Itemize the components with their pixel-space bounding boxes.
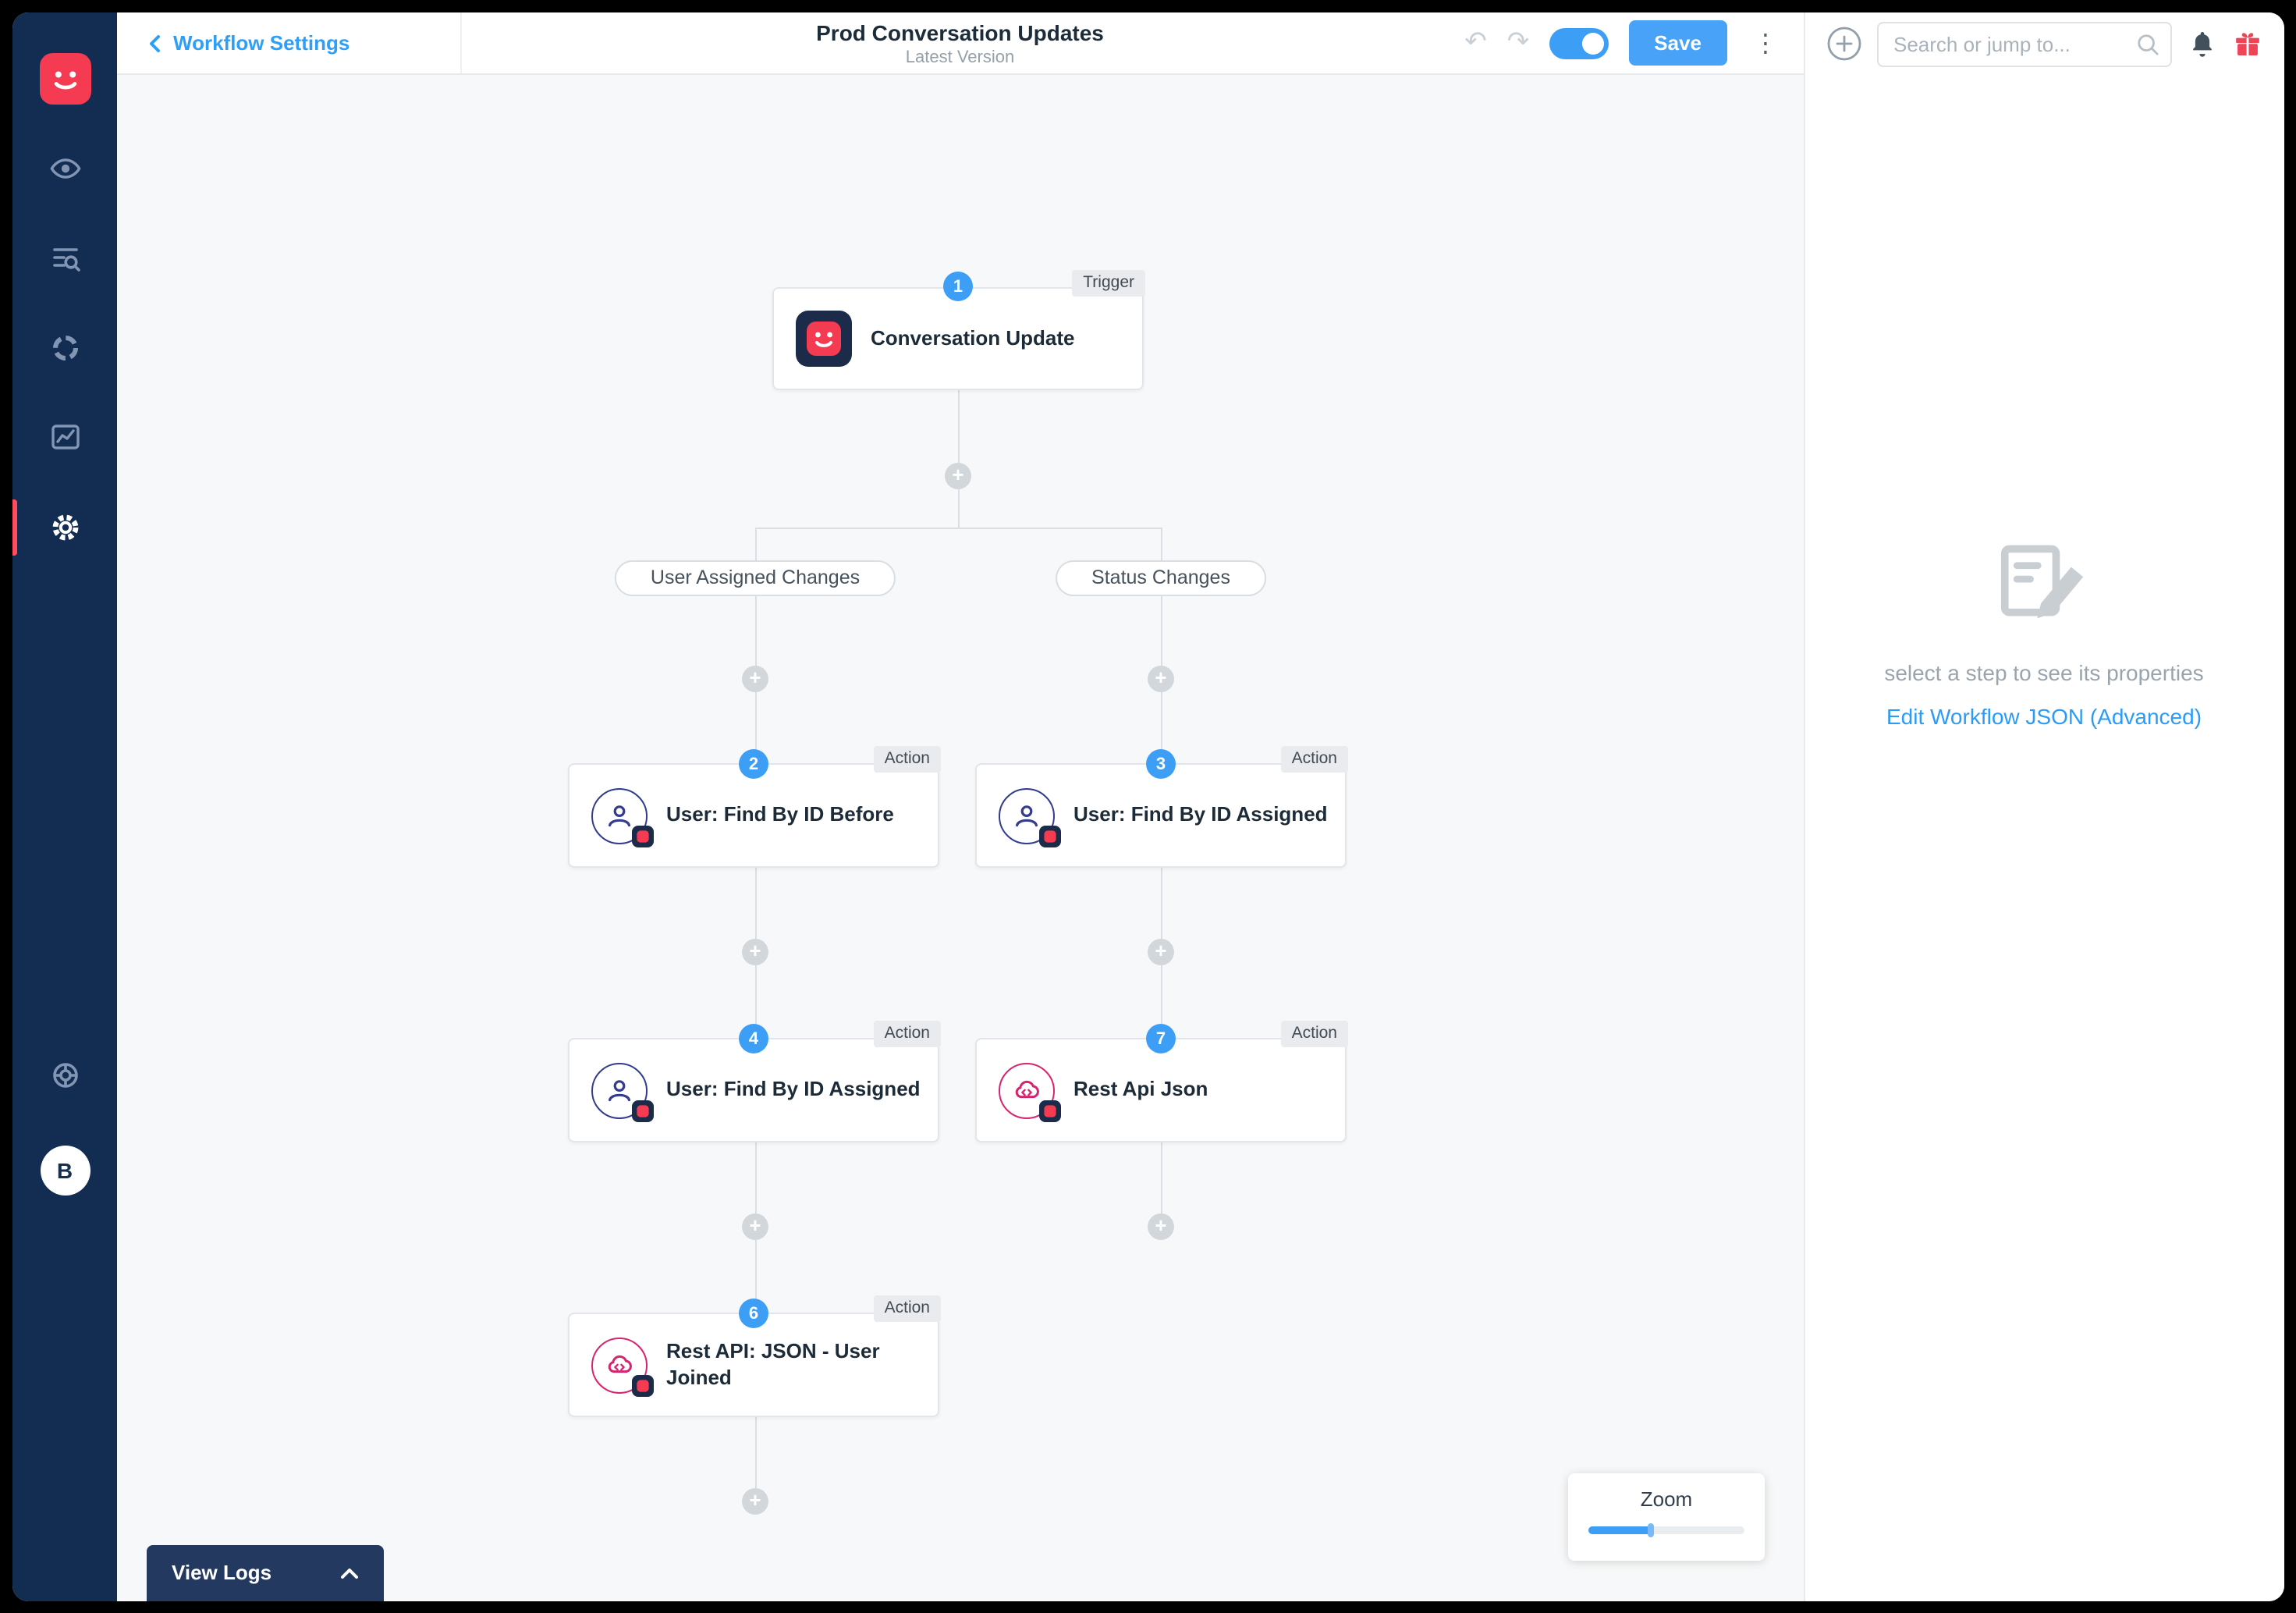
step-number-badge: 2: [739, 749, 768, 779]
workflow-enabled-toggle[interactable]: [1549, 27, 1609, 59]
workflow-version: Latest Version: [905, 48, 1015, 66]
add-step-button[interactable]: +: [742, 666, 768, 692]
rest-api-cloud-icon: [999, 1062, 1061, 1121]
zoom-control: Zoom: [1568, 1473, 1765, 1561]
user-icon: [591, 787, 654, 847]
node-user-find-by-id-before[interactable]: 2 Action User: Find By ID Before: [568, 746, 941, 868]
gift-icon[interactable]: [2232, 29, 2262, 59]
node-rest-api-json-user-joined[interactable]: 6 Action Rest API: JSON - User Joined: [568, 1295, 941, 1417]
zoom-label: Zoom: [1640, 1487, 1693, 1511]
view-logs-label: View Logs: [172, 1561, 272, 1584]
back-to-workflow-settings[interactable]: Workflow Settings: [117, 12, 462, 73]
smooch-mini-badge-icon: [1039, 1100, 1061, 1121]
condition-user-assigned-changes[interactable]: User Assigned Changes: [614, 560, 896, 596]
smooch-mini-badge-icon: [1039, 825, 1061, 847]
search-list-icon[interactable]: [37, 229, 93, 286]
connector-line: [1161, 528, 1162, 560]
more-options-icon[interactable]: ⋮: [1753, 28, 1778, 58]
add-step-button[interactable]: +: [945, 463, 971, 489]
workflow-title: Prod Conversation Updates: [816, 20, 1104, 44]
eye-icon[interactable]: [37, 140, 93, 197]
node-title: User: Find By ID Assigned: [1073, 802, 1328, 826]
properties-panel: select a step to see its properties Edit…: [1803, 12, 2284, 1601]
add-step-button[interactable]: +: [1148, 666, 1174, 692]
node-type-tag: Action: [873, 1021, 941, 1047]
empty-state: select a step to see its properties Edit…: [1805, 537, 2284, 729]
back-label: Workflow Settings: [173, 31, 350, 55]
sync-icon[interactable]: [37, 320, 93, 376]
panel-topbar: [1805, 12, 2284, 75]
active-nav-indicator: [12, 499, 17, 556]
workflow-editor: Workflow Settings Prod Conversation Upda…: [117, 12, 1803, 1601]
node-type-tag: Action: [873, 746, 941, 773]
node-title: Rest Api Json: [1073, 1077, 1208, 1101]
view-logs-button[interactable]: View Logs: [147, 1544, 384, 1601]
step-number-badge: 4: [739, 1024, 768, 1053]
step-number-badge: 3: [1146, 749, 1176, 779]
node-type-tag: Action: [1280, 1021, 1348, 1047]
smooch-mini-badge-icon: [632, 825, 654, 847]
notifications-bell-icon[interactable]: [2187, 29, 2216, 59]
editor-header: Workflow Settings Prod Conversation Upda…: [117, 12, 1803, 75]
add-step-button[interactable]: +: [742, 1213, 768, 1240]
user-icon: [999, 787, 1061, 847]
add-step-button[interactable]: +: [1148, 1213, 1174, 1240]
step-number-badge: 7: [1146, 1024, 1176, 1053]
rest-api-cloud-icon: [591, 1337, 654, 1396]
search-input[interactable]: [1876, 21, 2171, 66]
save-button[interactable]: Save: [1629, 20, 1726, 66]
node-user-find-by-id-assigned-2[interactable]: 4 Action User: Find By ID Assigned: [568, 1021, 941, 1142]
panel-body: select a step to see its properties Edit…: [1805, 75, 2284, 1601]
empty-state-text: select a step to see its properties: [1884, 660, 2204, 685]
analytics-icon[interactable]: [37, 409, 93, 465]
trigger-node-conversation-update[interactable]: 1 Trigger Conversation Update: [772, 270, 1145, 390]
chevron-left-icon: [150, 34, 160, 52]
user-avatar[interactable]: B: [40, 1146, 90, 1196]
add-step-button[interactable]: +: [1148, 939, 1174, 965]
smooch-logo-icon[interactable]: [39, 53, 90, 105]
node-type-tag: Action: [873, 1295, 941, 1322]
smooch-mini-badge-icon: [632, 1374, 654, 1396]
node-title: User: Find By ID Assigned: [666, 1077, 921, 1101]
node-title: Rest API: JSON - User Joined: [666, 1339, 880, 1389]
node-rest-api-json[interactable]: 7 Action Rest Api Json: [975, 1021, 1348, 1142]
undo-icon[interactable]: ↶: [1464, 27, 1487, 58]
select-step-document-pencil-icon: [1996, 537, 2092, 627]
app-window: B Workflow Settings Prod Conversation Up…: [12, 12, 2284, 1601]
user-icon: [591, 1062, 654, 1121]
connector-line: [755, 528, 1161, 529]
search-icon: [2135, 32, 2159, 55]
header-actions: ↶ ↷ Save ⋮: [1464, 20, 1803, 66]
workflow-title-block: Prod Conversation Updates Latest Version: [816, 20, 1104, 66]
settings-gear-icon[interactable]: [37, 499, 93, 556]
step-number-badge: 6: [739, 1299, 768, 1328]
create-new-icon[interactable]: [1826, 27, 1861, 61]
step-number-badge: 1: [943, 272, 973, 301]
sidebar: B: [12, 12, 117, 1601]
node-user-find-by-id-assigned[interactable]: 3 Action User: Find By ID Assigned: [975, 746, 1348, 868]
add-step-button[interactable]: +: [742, 939, 768, 965]
chevron-up-icon: [341, 1568, 358, 1578]
node-type-tag: Trigger: [1072, 270, 1145, 297]
conversation-trigger-icon: [796, 311, 852, 367]
connector-line: [1161, 1142, 1162, 1236]
connector-line: [958, 390, 960, 528]
zoom-slider[interactable]: [1588, 1523, 1744, 1537]
redo-icon[interactable]: ↷: [1506, 27, 1530, 58]
smooch-mini-badge-icon: [632, 1100, 654, 1121]
add-step-button[interactable]: +: [742, 1488, 768, 1515]
connector-line: [755, 528, 757, 560]
connector-line: [755, 1417, 757, 1511]
node-title: Conversation Update: [871, 325, 1075, 350]
edit-workflow-json-link[interactable]: Edit Workflow JSON (Advanced): [1886, 704, 2202, 729]
workflow-canvas[interactable]: + + + + + + + + 1 Trigger Conversation U…: [117, 75, 1803, 1601]
toggle-knob: [1582, 32, 1605, 54]
support-lifebuoy-icon[interactable]: [37, 1047, 93, 1103]
condition-status-changes[interactable]: Status Changes: [1056, 560, 1266, 596]
node-title: User: Find By ID Before: [666, 802, 894, 826]
zoom-slider-fill: [1588, 1526, 1651, 1534]
global-search: [1876, 21, 2171, 66]
zoom-slider-knob[interactable]: [1648, 1523, 1654, 1537]
node-type-tag: Action: [1280, 746, 1348, 773]
